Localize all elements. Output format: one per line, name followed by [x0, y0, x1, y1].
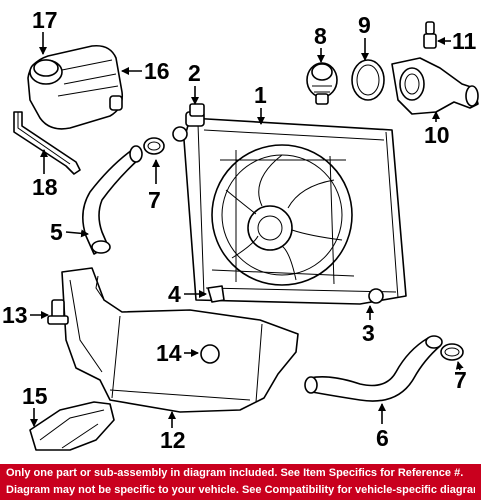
callout-16: 16 [121, 58, 170, 84]
callout-number: 7 [454, 367, 467, 393]
callout-12: 12 [160, 411, 186, 453]
callout-4: 4 [168, 281, 207, 307]
bolt [47, 299, 69, 325]
lower-radiator-hose [304, 335, 443, 402]
callout-number: 10 [424, 122, 450, 148]
callout-number: 8 [314, 23, 327, 49]
thermostat-housing [391, 57, 479, 115]
callout-8: 8 [314, 23, 327, 63]
callout-18: 18 [32, 149, 58, 200]
callout-7-lower: 7 [454, 361, 467, 393]
radiator-bracket [189, 103, 205, 117]
callout-number: 13 [2, 302, 28, 328]
callout-6: 6 [376, 403, 389, 451]
callout-number: 4 [168, 281, 181, 307]
thermostat [306, 62, 338, 105]
parts-diagram: 17 16 18 2 1 7 5 8 9 11 10 4 [2, 7, 479, 453]
callout-number: 11 [452, 28, 477, 54]
callout-number: 15 [22, 383, 48, 409]
callout-number: 18 [32, 174, 58, 200]
disclaimer-line-1: Only one part or sub-assembly in diagram… [6, 467, 464, 479]
callout-7-upper: 7 [148, 159, 161, 213]
callout-3: 3 [362, 305, 375, 346]
callout-number: 3 [362, 320, 375, 346]
upper-radiator-hose [82, 145, 143, 255]
callout-5: 5 [50, 219, 89, 245]
callout-number: 12 [160, 427, 186, 453]
callout-1: 1 [254, 82, 267, 125]
callout-2: 2 [188, 60, 201, 105]
hose-clamp-upper [143, 137, 165, 155]
callout-number: 5 [50, 219, 63, 245]
coolant-temp-sensor [423, 21, 437, 49]
coolant-reservoir [27, 44, 124, 130]
overflow-hose [13, 111, 81, 175]
callout-number: 7 [148, 187, 161, 213]
callout-17: 17 [32, 7, 58, 55]
callout-number: 16 [144, 58, 170, 84]
callout-11: 11 [437, 28, 477, 54]
callout-number: 14 [156, 340, 182, 366]
radiator-assembly [172, 111, 407, 305]
callout-9: 9 [358, 12, 371, 61]
disclaimer-banner: Only one part or sub-assembly in diagram… [0, 464, 481, 500]
retaining-clip [207, 285, 225, 303]
callout-15: 15 [22, 383, 48, 427]
air-deflector [29, 401, 115, 451]
splash-shield [61, 267, 299, 413]
callout-number: 17 [32, 7, 58, 33]
callout-number: 2 [188, 60, 201, 86]
callout-number: 6 [376, 425, 389, 451]
callout-14: 14 [156, 340, 199, 366]
callout-10: 10 [424, 111, 450, 148]
hose-clamp-lower [440, 343, 464, 361]
callout-13: 13 [2, 302, 49, 328]
callout-number: 1 [254, 82, 267, 108]
thermostat-gasket [351, 59, 385, 101]
disclaimer-line-2: Diagram may not be specific to your vehi… [6, 484, 475, 496]
callout-number: 9 [358, 12, 371, 38]
